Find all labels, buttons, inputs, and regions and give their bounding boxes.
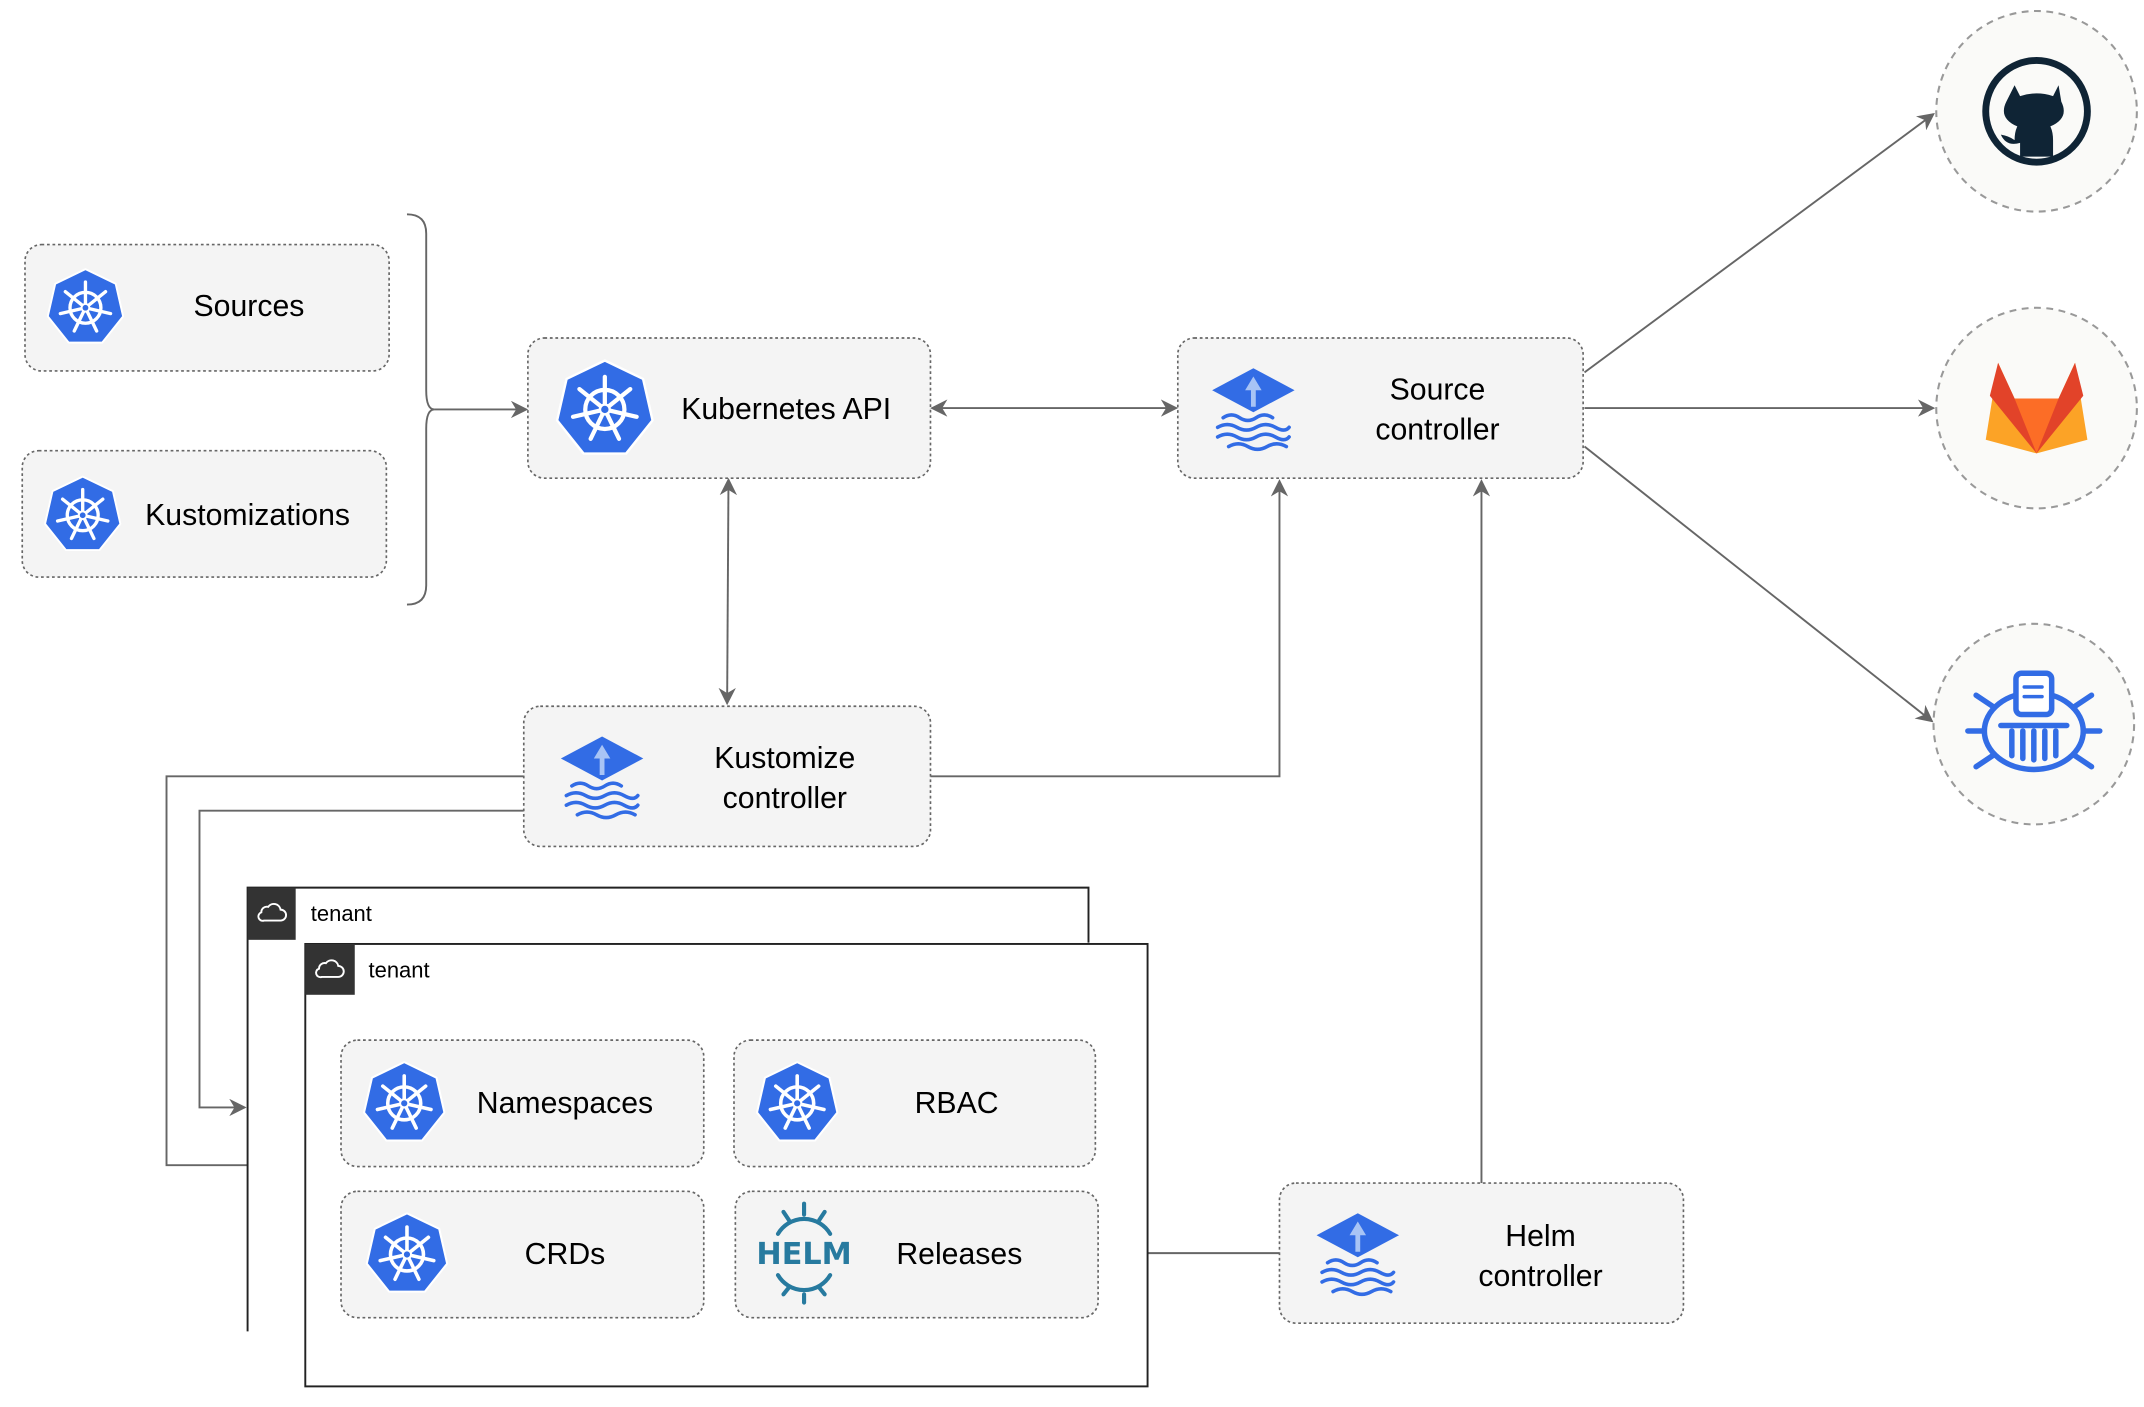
sources-label: Sources <box>194 290 305 323</box>
namespaces-label: Namespaces <box>477 1087 653 1120</box>
kustomizations-label: Kustomizations <box>145 499 350 532</box>
tenant-front[interactable]: tenant Namespaces RBAC CRDs <box>304 942 1149 1388</box>
kustomizations-node[interactable]: Kustomizations <box>21 449 388 578</box>
crds-label: CRDs <box>525 1238 606 1271</box>
namespaces-node[interactable]: Namespaces <box>340 1039 705 1168</box>
source-controller-label-line2: controller <box>1375 414 1499 447</box>
bucket-icon <box>1965 670 2103 773</box>
helm-controller-label-line2: controller <box>1478 1260 1602 1293</box>
releases-node[interactable]: HELM Releases <box>734 1190 1099 1319</box>
crds-node[interactable]: CRDs <box>340 1190 705 1319</box>
gitlab-icon <box>1985 362 2088 454</box>
rbac-node[interactable]: RBAC <box>733 1039 1097 1168</box>
edge-source-to-bucket <box>1583 445 1934 723</box>
source-controller-node[interactable]: Source controller <box>1176 337 1584 479</box>
edge-kustomize-to-source <box>930 479 1289 778</box>
sources-node[interactable]: Sources <box>24 243 390 372</box>
edge-kustomize-to-tenant-back <box>198 809 524 1117</box>
tenant-label: tenant <box>369 958 430 983</box>
kubernetes-api-node[interactable]: Kubernetes API <box>527 337 932 479</box>
kustomize-controller-node[interactable]: Kustomize controller <box>522 705 932 848</box>
kustomize-controller-label-line2: controller <box>723 782 847 815</box>
source-controller-label-line1: Source <box>1390 374 1486 407</box>
kustomize-controller-label-line1: Kustomize <box>714 742 855 775</box>
helm-icon: HELM <box>756 1201 852 1305</box>
helm-controller-label-line1: Helm <box>1505 1220 1576 1253</box>
gitlab-source[interactable] <box>1935 306 2138 510</box>
kubernetes-api-label: Kubernetes API <box>681 393 891 426</box>
edge-source-to-github <box>1583 113 1935 374</box>
edge-api-kustomize-controller <box>718 477 738 706</box>
sources-bracket <box>406 213 435 606</box>
rbac-label: RBAC <box>915 1087 999 1120</box>
helm-controller-node[interactable]: Helm controller <box>1278 1182 1685 1325</box>
tenant-label: tenant <box>311 901 372 926</box>
github-icon <box>1982 57 2091 166</box>
edge-kustomize-to-tenant-front <box>165 775 524 1174</box>
github-source[interactable] <box>1935 9 2138 213</box>
bucket-source[interactable] <box>1932 622 2136 826</box>
releases-label: Releases <box>896 1238 1022 1271</box>
helm-logo-text: HELM <box>756 1237 851 1272</box>
